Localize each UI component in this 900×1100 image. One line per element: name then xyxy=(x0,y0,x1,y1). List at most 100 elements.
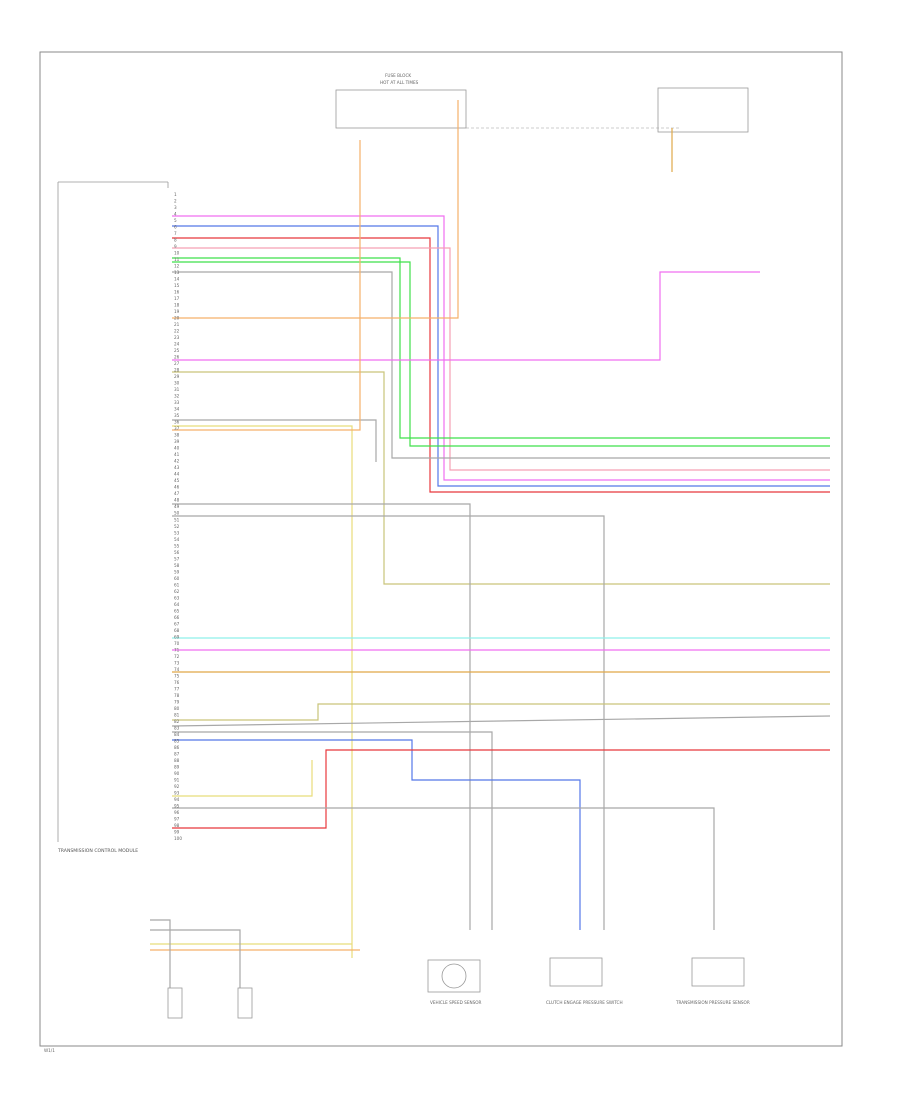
pin-number: 82 xyxy=(174,719,180,724)
wire-yellow-23 xyxy=(172,760,313,797)
wire-gray-10 xyxy=(172,419,377,462)
hot-at-all-times-label: HOT AT ALL TIMES xyxy=(380,80,419,85)
clutch-pressure-switch: CLUTCH ENGAGE PRESSURE SWITCH xyxy=(546,957,623,1005)
pin-number: 96 xyxy=(174,810,180,815)
pin-number: 14 xyxy=(174,277,180,282)
pin-number: 89 xyxy=(174,764,180,769)
pin-number: 55 xyxy=(174,543,180,548)
pin-number: 76 xyxy=(174,680,180,685)
wire-gray-27 xyxy=(150,919,171,988)
pin-number: 37 xyxy=(174,426,180,431)
pin-number: 9 xyxy=(174,244,177,249)
fuse-block xyxy=(335,89,467,129)
clutch-switch-label: CLUTCH ENGAGE PRESSURE SWITCH xyxy=(546,1000,623,1005)
pin-number: 5 xyxy=(174,218,177,223)
vehicle-speed-sensor: VEHICLE SPEED SENSOR xyxy=(427,959,482,1005)
pin-number: 74 xyxy=(174,667,180,672)
pin-number: 12 xyxy=(174,264,180,269)
pin-number: 54 xyxy=(174,537,180,542)
pin-number: 23 xyxy=(174,335,180,340)
pin-number: 19 xyxy=(174,309,180,314)
pin-number: 48 xyxy=(174,498,180,503)
pin-number: 20 xyxy=(174,316,180,321)
pin-number: 91 xyxy=(174,778,180,783)
page-reference: W1/1 xyxy=(44,1048,55,1053)
pin-number: 24 xyxy=(174,342,180,347)
pin-number: 3 xyxy=(174,205,177,210)
pin-number: 95 xyxy=(174,804,180,809)
pin-number: 61 xyxy=(174,582,180,587)
pin-number: 29 xyxy=(174,374,180,379)
wire-orange-12 xyxy=(172,140,361,431)
pin-number: 84 xyxy=(174,732,180,737)
pin-number: 72 xyxy=(174,654,180,659)
pin-number: 85 xyxy=(174,738,180,743)
pin-number: 98 xyxy=(174,823,180,828)
pin-number: 16 xyxy=(174,290,180,295)
pin-number: 43 xyxy=(174,465,180,470)
wire-gray-24 xyxy=(172,807,715,930)
pin-number: 75 xyxy=(174,673,180,678)
wire-pink-8 xyxy=(172,271,760,361)
pin-number: 10 xyxy=(174,251,180,256)
pin-number: 64 xyxy=(174,602,180,607)
pin-number: 32 xyxy=(174,394,180,399)
wire-blue-21 xyxy=(172,739,581,930)
pin-numbers: 1234567891011121314151617181920212223242… xyxy=(174,192,182,841)
pin-number: 26 xyxy=(174,355,180,360)
pin-number: 30 xyxy=(174,381,180,386)
pin-number: 92 xyxy=(174,784,180,789)
pin-number: 97 xyxy=(174,817,180,822)
pin-number: 100 xyxy=(174,836,182,841)
tcm-title: TRANSMISSION CONTROL MODULE xyxy=(57,848,138,854)
pin-number: 15 xyxy=(174,283,180,288)
pin-number: 39 xyxy=(174,439,180,444)
wires xyxy=(150,100,831,988)
pin-number: 41 xyxy=(174,452,180,457)
pin-number: 73 xyxy=(174,660,180,665)
pin-number: 4 xyxy=(174,212,177,217)
pin-number: 11 xyxy=(174,257,180,262)
pin-number: 6 xyxy=(174,225,177,230)
pin-number: 17 xyxy=(174,296,180,301)
pin-number: 52 xyxy=(174,524,180,529)
pin-number: 90 xyxy=(174,771,180,776)
wire-green-4 xyxy=(172,257,830,439)
pin-number: 81 xyxy=(174,712,180,717)
pin-number: 78 xyxy=(174,693,180,698)
pin-number: 45 xyxy=(174,478,180,483)
pin-number: 34 xyxy=(174,407,180,412)
pin-number: 83 xyxy=(174,725,180,730)
wire-pink-0 xyxy=(172,215,830,481)
pin-number: 62 xyxy=(174,589,180,594)
wire-gray-28 xyxy=(150,929,241,988)
pin-number: 86 xyxy=(174,745,180,750)
pin-number: 66 xyxy=(174,615,180,620)
tcm-connector: TRANSMISSION CONTROL MODULE xyxy=(57,181,169,854)
pin-number: 71 xyxy=(174,647,180,652)
pin-number: 60 xyxy=(174,576,180,581)
pin-number: 42 xyxy=(174,459,180,464)
wire-green-5 xyxy=(172,261,830,447)
pin-number: 63 xyxy=(174,595,180,600)
wire-gray-14 xyxy=(172,515,605,930)
pin-number: 38 xyxy=(174,433,180,438)
pin-number: 8 xyxy=(174,238,177,243)
pin-number: 56 xyxy=(174,550,180,555)
wire-olive-9 xyxy=(172,371,830,585)
wire-gray-6 xyxy=(172,271,830,459)
pin-number: 50 xyxy=(174,511,180,516)
pin-number: 80 xyxy=(174,706,180,711)
vss-label: VEHICLE SPEED SENSOR xyxy=(430,1000,482,1005)
pin-number: 33 xyxy=(174,400,180,405)
pin-number: 88 xyxy=(174,758,180,763)
pin-number: 1 xyxy=(174,192,177,197)
pin-number: 22 xyxy=(174,329,180,334)
pin-number: 21 xyxy=(174,322,180,327)
pin-number: 94 xyxy=(174,797,180,802)
pin-number: 13 xyxy=(174,270,180,275)
pin-number: 36 xyxy=(174,420,180,425)
pin-number: 27 xyxy=(174,361,180,366)
wire-gray-19 xyxy=(171,715,831,727)
